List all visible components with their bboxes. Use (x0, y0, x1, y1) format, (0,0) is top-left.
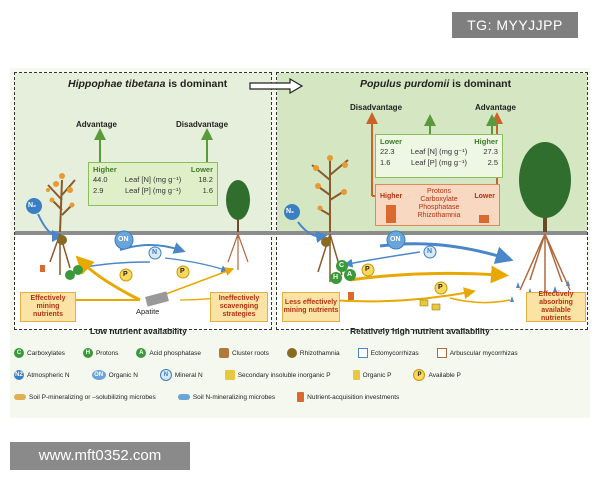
n-microbes-icon (177, 394, 190, 400)
right-box-mining: Less effectively mining nutrients (282, 292, 340, 322)
investment-item: Phosphatase (418, 204, 460, 211)
left-panel-title: Hippophae tibetana is dominant (68, 78, 228, 90)
investment-box: Higher Lower Protons Carboxylate Phospha… (375, 184, 500, 226)
n-label-left: N (152, 249, 158, 256)
populus-tree-large-icon (519, 142, 571, 300)
right-advantage-label: Advantage (475, 103, 516, 112)
atmospheric-n-icon (26, 198, 42, 214)
atmospheric-n-icon-right (284, 204, 300, 220)
investment-bar-low (479, 215, 489, 223)
legend-item: Soil N-mineralizing microbes (177, 394, 275, 401)
investment-icon (297, 392, 305, 402)
right-panel-title: Populus purdomii is dominant (360, 78, 512, 90)
on-label-right: ON (390, 236, 401, 243)
investment-item: Carboxylate (420, 196, 458, 203)
p-label-3: P (365, 266, 370, 273)
ground-line (15, 231, 587, 235)
left-table-lower: Lower (190, 165, 213, 174)
legend-item: Ectomycorrhizas (357, 348, 419, 358)
ectomycorrhizas-icon (357, 348, 368, 358)
investment-item: Rhizothamnia (417, 212, 461, 219)
arbuscular-mycorrhizas-icon (436, 348, 447, 358)
left-panel (14, 72, 272, 330)
left-disadvantage-label: Disadvantage (176, 120, 229, 129)
legend-item: Rhizothamnia (286, 348, 340, 358)
right-table-lower: Lower (380, 137, 403, 146)
transition-arrow-icon (249, 78, 304, 94)
secondary-p-icon (224, 370, 235, 380)
apatite-label: Apatite (136, 307, 160, 316)
left-box-scavenging: Ineffectively scavenging strategies (210, 292, 268, 322)
legend-item: Secondary insoluble inorganic P (224, 370, 331, 380)
legend-item: Cluster roots (219, 348, 269, 358)
left-table-higher: Higher (93, 165, 117, 174)
watermark-top: TG: MYYJJPP (452, 12, 578, 38)
investment-item: Protons (426, 188, 452, 195)
p-microbes-icon (14, 394, 26, 400)
investment-higher: Higher (380, 193, 403, 200)
right-footer: Relatively high nutrient availability (350, 326, 490, 336)
cluster-roots-icon (219, 348, 230, 358)
legend-item: Arbuscular mycorrhizas (436, 348, 518, 358)
n2-label-left: N₂ (28, 202, 37, 209)
left-footer: Low nutrient availability (90, 326, 187, 336)
p-label-2: P (180, 268, 185, 275)
watermark-bottom: www.mft0352.com (10, 442, 190, 470)
n2-label-right: N₂ (286, 208, 295, 215)
right-disadvantage-label: Disadvantage (350, 103, 403, 112)
h-label: H (333, 274, 339, 281)
p-label-4: P (438, 284, 443, 291)
on-label-left: ON (118, 236, 129, 243)
legend-item: Nutrient-acquisition investments (297, 392, 399, 402)
c-label: C (339, 262, 345, 269)
a-label: A (347, 271, 353, 278)
p-label-1: P (123, 271, 128, 278)
organic-p-icon (352, 370, 360, 380)
investment-bar-high (386, 205, 396, 223)
investment-lower: Lower (474, 193, 495, 200)
n-label-right: N (427, 248, 433, 255)
rhizothamnia-icon (286, 348, 297, 358)
hippophae-shrub-icon (46, 173, 76, 275)
left-advantage-label: Advantage (76, 120, 117, 129)
right-panel (276, 72, 588, 330)
right-table-higher: Higher (474, 137, 498, 146)
right-box-absorbing: Effectively absorbing available nutrient… (526, 291, 586, 322)
populus-tree-small-icon (226, 180, 250, 270)
legend-item: Soil P-mineralizing or –solubilizing mic… (14, 394, 156, 401)
legend-item: Organic P (352, 370, 391, 380)
left-box-mining: Effectively mining nutrients (20, 292, 76, 322)
